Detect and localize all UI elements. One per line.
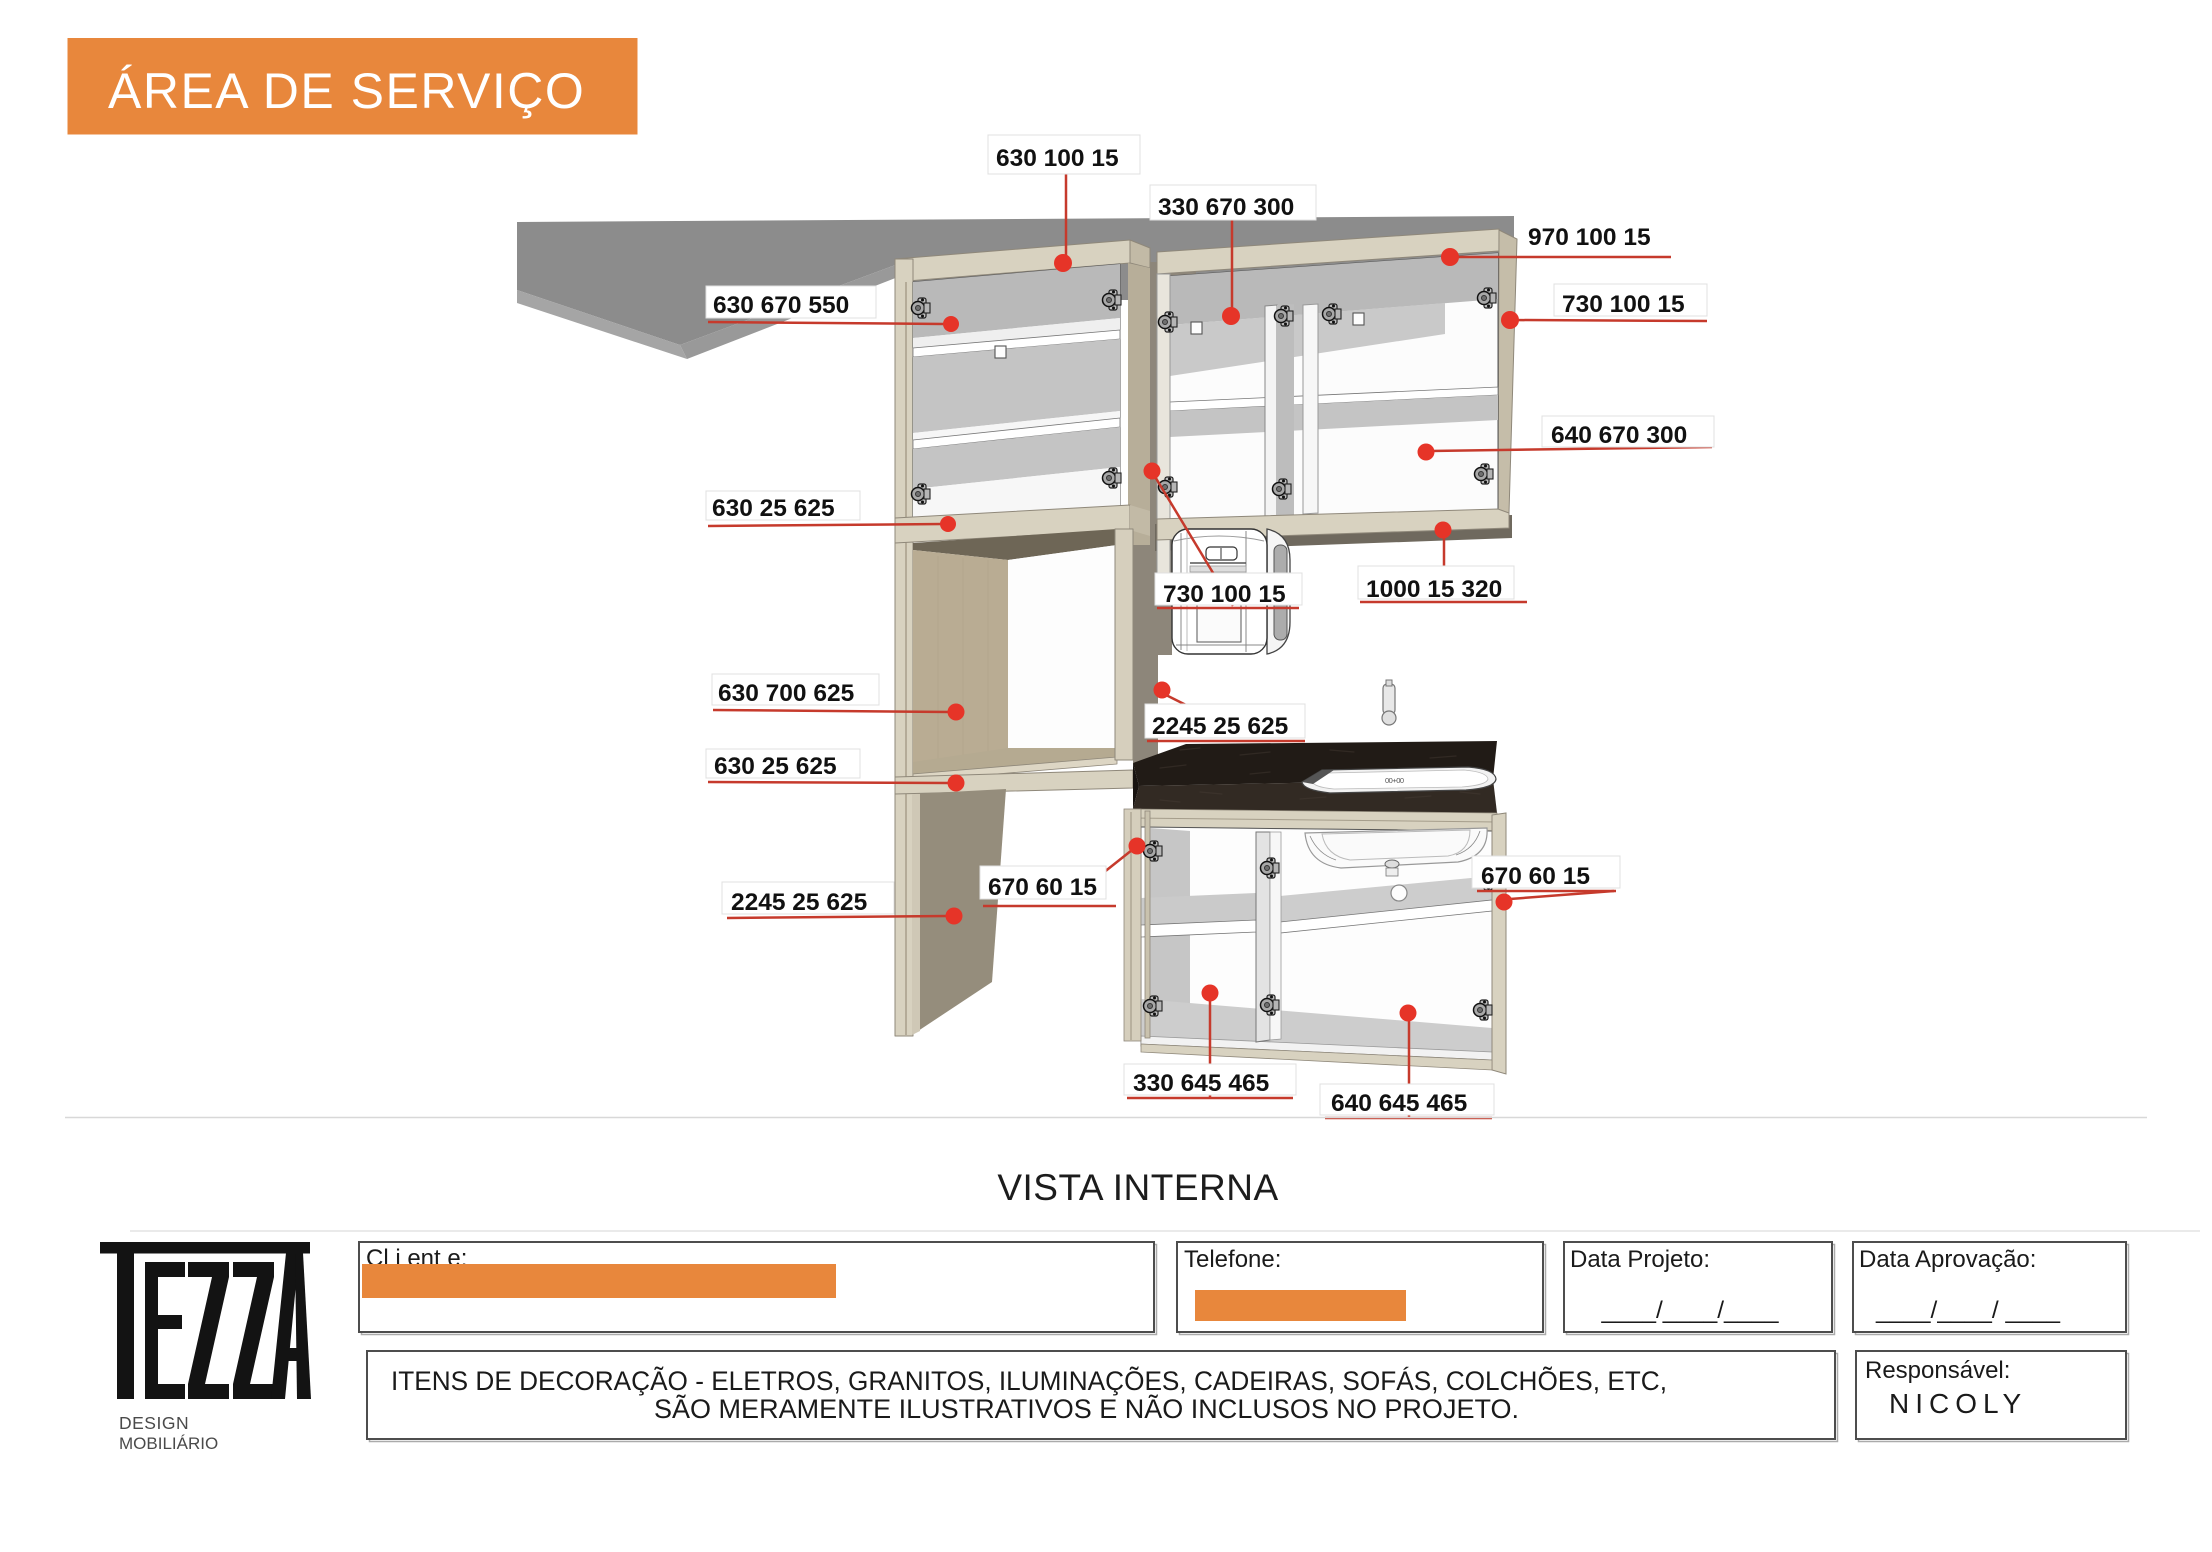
svg-text:Responsável:: Responsável: xyxy=(1865,1357,2010,1384)
svg-text:ÁREA DE SERVIÇO: ÁREA DE SERVIÇO xyxy=(108,63,585,119)
svg-text:970 100 15: 970 100 15 xyxy=(1528,224,1651,251)
svg-text:640 670 300: 640 670 300 xyxy=(1551,422,1687,449)
svg-text:640 645 465: 640 645 465 xyxy=(1331,1090,1467,1117)
svg-text:630 100 15: 630 100 15 xyxy=(996,145,1119,172)
svg-text:SÃO MERAMENTE ILUSTRATIVOS E N: SÃO MERAMENTE ILUSTRATIVOS E NÃO INCLUSO… xyxy=(654,1394,1519,1424)
svg-text:____/____/____: ____/____/____ xyxy=(1600,1297,1778,1324)
svg-text:ITENS DE DECORAÇÃO - ELETROS,: ITENS DE DECORAÇÃO - ELETROS, GRANITOS, … xyxy=(391,1366,1667,1396)
svg-text:2245 25 625: 2245 25 625 xyxy=(1152,713,1288,740)
svg-text:2245 25 625: 2245 25 625 xyxy=(731,889,867,916)
svg-text:730 100 15: 730 100 15 xyxy=(1163,581,1286,608)
svg-text:Data Projeto:: Data Projeto: xyxy=(1570,1246,1710,1273)
svg-text:330 670 300: 330 670 300 xyxy=(1158,194,1294,221)
svg-text:670 60 15: 670 60 15 xyxy=(988,874,1097,901)
svg-text:MOBILIÁRIO: MOBILIÁRIO xyxy=(119,1434,218,1453)
svg-text:1000 15 320: 1000 15 320 xyxy=(1366,576,1502,603)
svg-text:____/____/ ____: ____/____/ ____ xyxy=(1875,1297,2060,1324)
svg-text:670 60 15: 670 60 15 xyxy=(1481,863,1590,890)
svg-text:Telefone:: Telefone: xyxy=(1184,1246,1281,1273)
svg-text:VISTA INTERNA: VISTA INTERNA xyxy=(997,1167,1278,1208)
svg-text:730 100 15: 730 100 15 xyxy=(1562,291,1685,318)
svg-text:00+00: 00+00 xyxy=(1385,776,1404,785)
svg-text:630 700 625: 630 700 625 xyxy=(718,680,854,707)
svg-text:630 25 625: 630 25 625 xyxy=(714,753,837,780)
svg-text:Data Aprovação:: Data Aprovação: xyxy=(1859,1246,2036,1273)
svg-text:630 670 550: 630 670 550 xyxy=(713,292,849,319)
svg-text:330 645 465: 330 645 465 xyxy=(1133,1070,1269,1097)
svg-text:DESIGN: DESIGN xyxy=(119,1413,189,1433)
svg-text:630 25 625: 630 25 625 xyxy=(712,495,835,522)
svg-text:NICOLY: NICOLY xyxy=(1889,1388,2027,1419)
